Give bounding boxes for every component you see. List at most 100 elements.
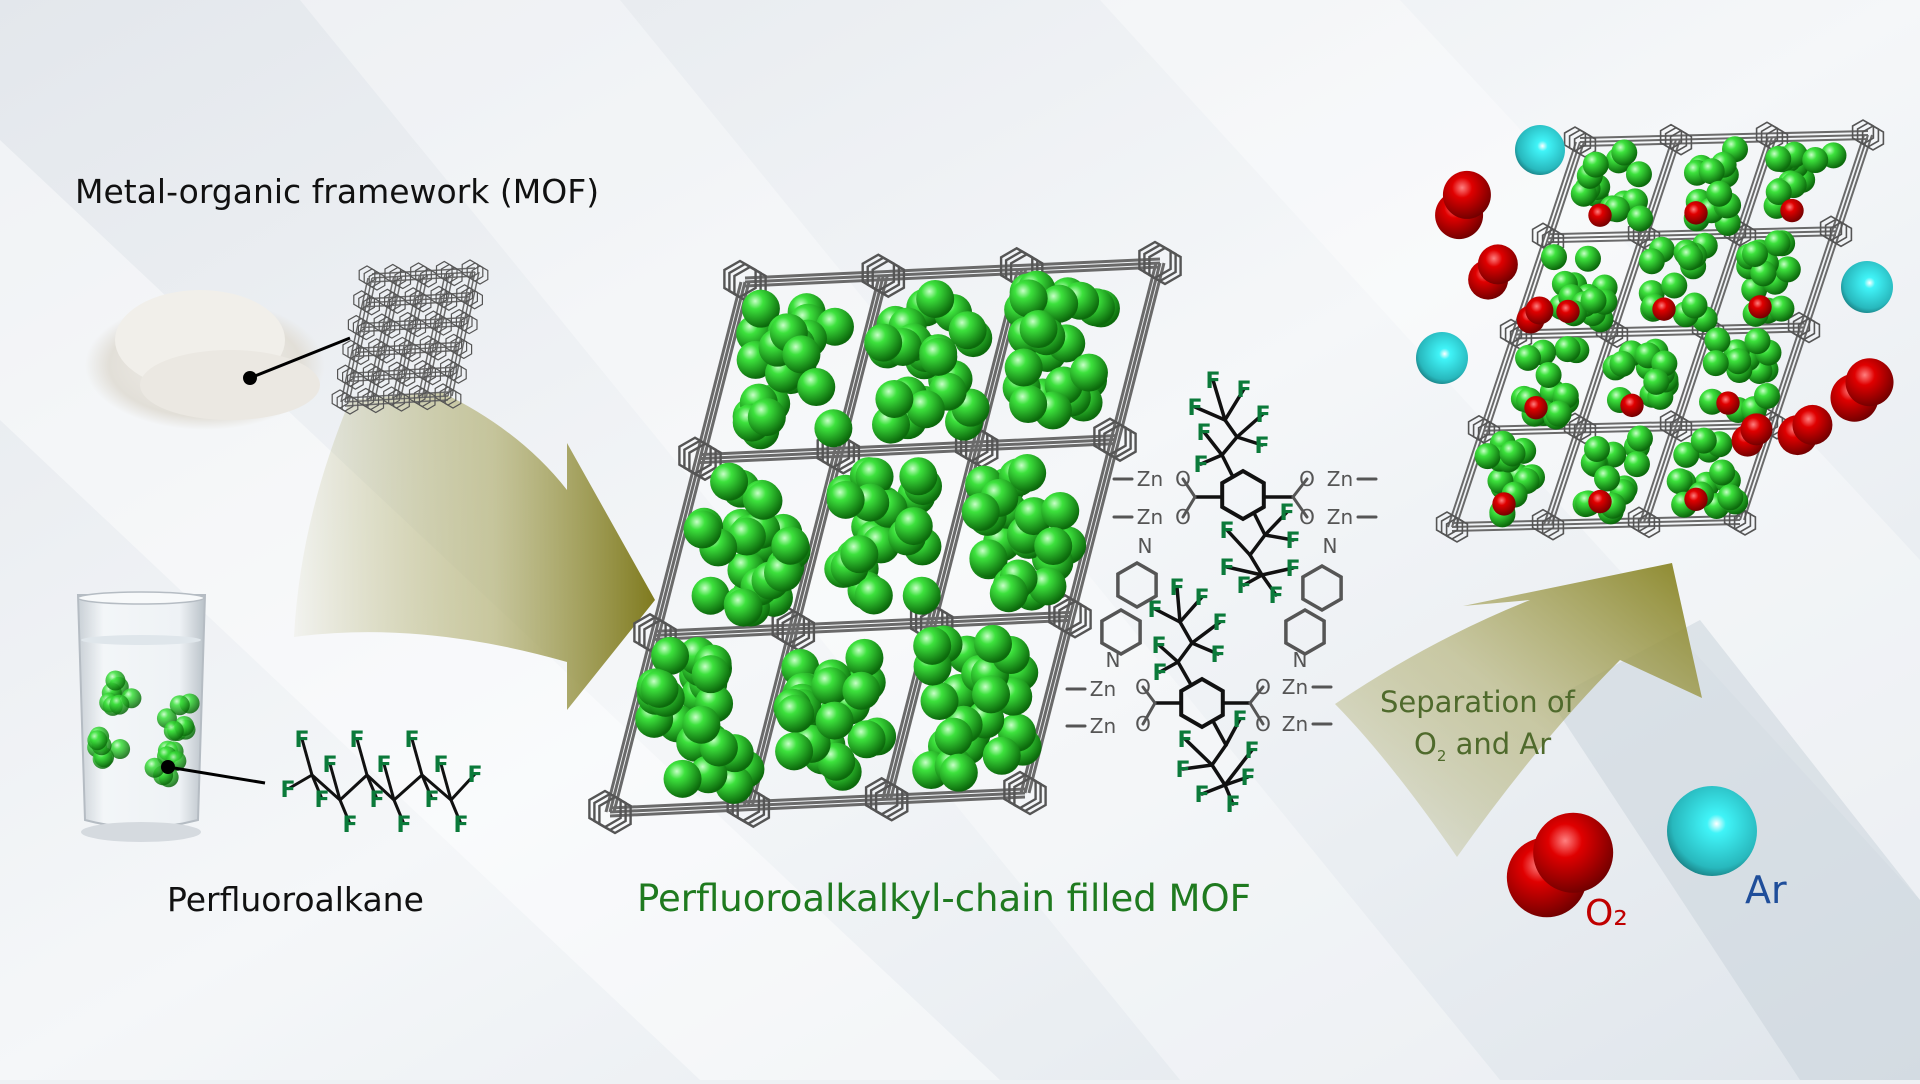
mof-title: Metal-organic framework (MOF) bbox=[75, 172, 600, 211]
c-f-bond bbox=[328, 763, 342, 801]
c-f-bond bbox=[1211, 378, 1227, 422]
c-o-bond bbox=[1141, 701, 1157, 726]
fluorine-atom-label: F bbox=[376, 753, 391, 778]
framework-strut bbox=[699, 438, 1116, 461]
framework-strut bbox=[355, 345, 459, 354]
framework-strut bbox=[742, 275, 881, 807]
fluoroalkyl-sphere bbox=[1744, 328, 1771, 355]
fluoroalkyl-sphere bbox=[1583, 436, 1610, 463]
c-o-bond bbox=[1248, 701, 1265, 726]
framework-strut bbox=[746, 275, 885, 807]
fluoroalkyl-sphere bbox=[640, 669, 679, 708]
benzene-ring-upper bbox=[1220, 468, 1266, 522]
framework-strut bbox=[750, 275, 889, 807]
framework-strut bbox=[885, 268, 1024, 800]
fluoroalkyl-sphere bbox=[1594, 465, 1621, 492]
adsorbed-oxygen-sphere bbox=[1588, 203, 1612, 227]
argon-atom bbox=[1515, 125, 1565, 175]
fluorine-atom-label: F bbox=[1177, 728, 1192, 753]
fluorine-atom-label: F bbox=[467, 763, 482, 788]
fluoroalkyl-sphere bbox=[651, 636, 690, 675]
fluoroalkyl-sphere bbox=[1676, 244, 1703, 271]
c-f-bond bbox=[355, 738, 369, 776]
fluorine-atom-label: F bbox=[424, 788, 439, 813]
process-arrow-right bbox=[1335, 563, 1702, 857]
zinc-atom-label: Zn bbox=[1137, 505, 1163, 529]
adsorbed-oxygen-sphere bbox=[1524, 396, 1548, 420]
chain-bond bbox=[1220, 453, 1234, 477]
fluoroalkyl-sphere bbox=[1580, 287, 1607, 314]
c-f-bond bbox=[1235, 412, 1265, 439]
framework-strut bbox=[451, 271, 480, 397]
c-o-bond bbox=[1291, 477, 1309, 499]
and-ar-text: and Ar bbox=[1446, 727, 1552, 761]
ring-node bbox=[598, 795, 632, 835]
framework-strut bbox=[1027, 262, 1166, 794]
fluoroalkyl-sphere bbox=[1554, 336, 1581, 363]
oxygen-atom bbox=[1792, 404, 1833, 445]
ring-node bbox=[466, 290, 483, 310]
c-f-bond bbox=[1153, 607, 1182, 624]
c-f-bond bbox=[1263, 533, 1295, 542]
fluoroalkyl-sphere bbox=[854, 576, 893, 615]
framework-strut bbox=[744, 265, 1161, 288]
fluoroalkyl-sphere bbox=[1625, 161, 1652, 188]
fluoroalkyl-sphere bbox=[710, 462, 749, 501]
fluoroalkyl-sphere bbox=[663, 759, 702, 798]
fluoroalkyl-sphere bbox=[727, 517, 766, 556]
fluoroalkyl-sphere bbox=[845, 638, 884, 677]
c-f-bond bbox=[1223, 387, 1246, 422]
fluoroalkyl-sphere bbox=[1582, 151, 1609, 178]
carbon-bond bbox=[311, 773, 341, 802]
c-f-bond bbox=[410, 738, 424, 776]
separation-label-line2: O2 and Ar bbox=[1414, 727, 1551, 765]
fluoroalkyl-sphere bbox=[1028, 567, 1067, 606]
adsorbed-oxygen-sphere bbox=[1684, 201, 1708, 225]
fluoroalkyl-sphere bbox=[1706, 180, 1733, 207]
ring-node bbox=[1829, 221, 1853, 248]
fluorine-atom-label: F bbox=[1232, 708, 1247, 733]
fluorine-atom-label: F bbox=[322, 753, 337, 778]
fluorine-atom-label: F bbox=[1152, 661, 1167, 686]
fluoroalkyl-sphere bbox=[934, 717, 973, 756]
fluoroalkyl-sphere bbox=[1768, 295, 1795, 322]
nitrogen-atom-label: N bbox=[1106, 648, 1121, 672]
c-f-bond bbox=[1157, 643, 1180, 664]
oxygen-atom-label: O bbox=[1135, 675, 1151, 699]
fluoroalkyl-sphere bbox=[1638, 248, 1665, 275]
c-f-bond bbox=[1199, 453, 1224, 466]
fluoroalkyl-sphere bbox=[902, 576, 941, 615]
fluoroalkyl-sphere bbox=[842, 671, 881, 710]
zinc-atom-label: Zn bbox=[1327, 467, 1353, 491]
separation-mof-structure bbox=[1435, 119, 1885, 543]
fluoroalkyl-sphere bbox=[1545, 400, 1572, 427]
c-f-bond bbox=[1158, 660, 1180, 674]
c-f-bond bbox=[1190, 620, 1222, 645]
fluoroalkyl-sphere bbox=[1069, 353, 1108, 392]
fluoroalkyl-sphere bbox=[1574, 245, 1601, 272]
fluorine-atom-label: F bbox=[1225, 793, 1240, 818]
fluorine-atom-label: F bbox=[1254, 434, 1269, 459]
fluorine-atom-label: F bbox=[1268, 584, 1283, 609]
zinc-atom-label: Zn bbox=[1090, 677, 1116, 701]
framework-strut bbox=[654, 614, 1071, 637]
fluoroalkyl-sphere bbox=[899, 457, 938, 496]
fluoroalkyl-sphere bbox=[847, 720, 886, 759]
chain-bond bbox=[1176, 641, 1194, 664]
fluorine-atom-label: F bbox=[1279, 501, 1294, 526]
framework-strut bbox=[608, 281, 747, 813]
fluoroalkyl-sphere bbox=[974, 624, 1013, 663]
zinc-atom-label: Zn bbox=[1090, 714, 1116, 738]
ring-node bbox=[1541, 514, 1565, 541]
benzene-ring-lower bbox=[1179, 676, 1225, 730]
droplet-sphere bbox=[87, 730, 108, 751]
fluoroalkyl-sphere bbox=[1725, 348, 1752, 375]
fluorine-atom-label: F bbox=[1212, 611, 1227, 636]
carbon-bond bbox=[393, 773, 423, 802]
fluoroalkyl-sphere bbox=[1742, 240, 1769, 267]
fluoroalkyl-sphere bbox=[1754, 383, 1781, 410]
fluorine-atom-label: F bbox=[404, 728, 419, 753]
ring-node bbox=[1797, 317, 1821, 344]
adsorbed-oxygen-sphere bbox=[1716, 391, 1740, 415]
adsorbed-oxygen-sphere bbox=[1748, 295, 1772, 319]
